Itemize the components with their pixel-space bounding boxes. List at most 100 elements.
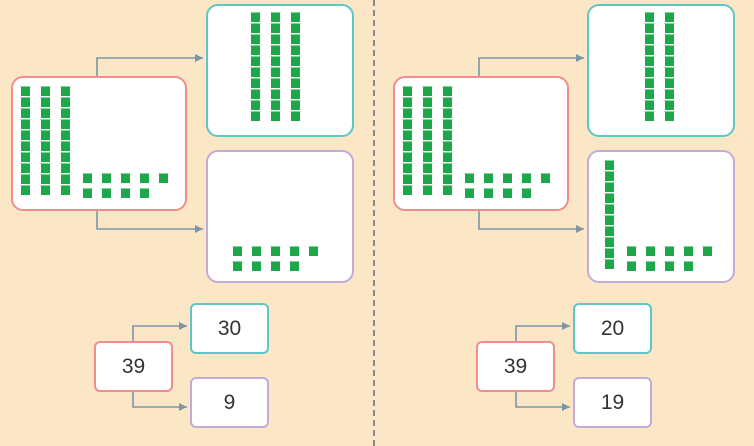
right-bottom-one-cube-7 (664, 261, 675, 272)
left-top-ten-rod-1-unit (270, 34, 281, 45)
right-source-ten-rod-1-unit (422, 141, 433, 152)
left-source-ten-rod-1-unit (40, 141, 51, 152)
right-bottom-ten-rod-0-unit (604, 171, 615, 182)
right-top-ten-rod-1-unit (664, 78, 675, 89)
left-source-ten-rod-1-unit (40, 185, 51, 196)
left-source-ten-rod-1-unit (40, 119, 51, 130)
right-source-ten-rod-0-unit (402, 97, 413, 108)
left-top-ten-rod-2-unit (290, 56, 301, 67)
right-source-one-cube-4 (540, 173, 551, 184)
right-source-ten-rod-0-unit (402, 86, 413, 97)
right-source-ten-rod-2-unit (442, 97, 453, 108)
left-top-ten-rod-1-unit (270, 111, 281, 122)
left-source-ten-rod-1-unit (40, 97, 51, 108)
right-source-ten-rod-2-unit (442, 141, 453, 152)
right-top-ten-rod-1-unit (664, 67, 675, 78)
right-bottom-ten-rod-0-unit (604, 215, 615, 226)
left-top-ten-rod-1-unit (270, 23, 281, 34)
left-source-ten-rod-2-unit (60, 119, 71, 130)
right-source-ten-rod-1-unit (422, 86, 433, 97)
left-bottom-one-cube-6 (251, 261, 262, 272)
right-source-ten-rod-0-unit (402, 141, 413, 152)
left-top-ten-rod-2-unit (290, 12, 301, 23)
left-bottom-one-cube-1 (251, 246, 262, 257)
right-top-ten-rod-0-unit (644, 67, 655, 78)
left-source-ten-rod-0-unit (20, 152, 31, 163)
left-source-ten-rod-2-unit (60, 185, 71, 196)
left-bottom-one-cube-8 (289, 261, 300, 272)
left-source-ten-rod-1-unit (40, 130, 51, 141)
right-source-ten-rod-1-unit (422, 152, 433, 163)
right-source-ten-rod-2-unit (442, 130, 453, 141)
right-source-ten-rod-2-unit (442, 108, 453, 119)
right-top-ten-rod-1-unit (664, 12, 675, 23)
right-bottom-ten-rod-0-unit (604, 237, 615, 248)
right-bottom-ten-rod-0-unit (604, 160, 615, 171)
right-top-ten-rod-0-unit (644, 34, 655, 45)
left-bottom-one-cube-2 (270, 246, 281, 257)
right-source-one-cube-2 (502, 173, 513, 184)
left-top-ten-rod-1-unit (270, 89, 281, 100)
left-bottom-one-cube-3 (289, 246, 300, 257)
right-top-ten-rod-1-unit (664, 45, 675, 56)
left-source-ten-rod-2-unit (60, 108, 71, 119)
right-bottom-one-cube-1 (645, 246, 656, 257)
left-source-ten-rod-2-unit (60, 163, 71, 174)
left-top-ten-rod-1-unit (270, 56, 281, 67)
right-top-ten-rod-1-unit (664, 100, 675, 111)
left-top-ten-rod-0-unit (250, 89, 261, 100)
left-source-one-cube-8 (139, 188, 150, 199)
right-top-ten-rod-0-unit (644, 89, 655, 100)
left-top-ten-rod-1-unit (270, 67, 281, 78)
left-top-ten-rod-0-unit (250, 56, 261, 67)
right-bottom-ten-rod-0-unit (604, 259, 615, 270)
left-top-ten-rod-2-unit (290, 67, 301, 78)
left-top-ten-rod-2-unit (290, 89, 301, 100)
right-top-ten-rod-0-unit (644, 45, 655, 56)
right-top-ten-rod-0-unit (644, 78, 655, 89)
right-source-ten-rod-1-unit (422, 130, 433, 141)
left-source-ten-rod-1-unit (40, 152, 51, 163)
right-source-ten-rod-2-unit (442, 119, 453, 130)
left-top-ten-rod-0-unit (250, 12, 261, 23)
left-bottom-one-cube-4 (308, 246, 319, 257)
right-bottom-ten-rod-0-unit (604, 193, 615, 204)
right-source-one-cube-3 (521, 173, 532, 184)
right-top-ten-rod-1-unit (664, 34, 675, 45)
left-source-ten-rod-0-unit (20, 185, 31, 196)
left-source-one-cube-3 (139, 173, 150, 184)
left-source-ten-rod-2-unit (60, 174, 71, 185)
left-top-ten-rod-0-unit (250, 100, 261, 111)
left-top-ten-rod-1-unit (270, 45, 281, 56)
left-source-one-cube-1 (101, 173, 112, 184)
right-bottom-one-cube-6 (645, 261, 656, 272)
right-bottom-ten-rod-0-unit (604, 226, 615, 237)
right-source-ten-rod-2-unit (442, 86, 453, 97)
left-top-ten-rod-0-unit (250, 23, 261, 34)
right-bottom-one-cube-2 (664, 246, 675, 257)
left-source-one-cube-2 (120, 173, 131, 184)
right-top-ten-rod-0-unit (644, 100, 655, 111)
left-top-ten-rod-2-unit (290, 45, 301, 56)
right-bottom-one-cube-5 (626, 261, 637, 272)
right-source-ten-rod-0-unit (402, 163, 413, 174)
left-top-ten-rod-0-unit (250, 34, 261, 45)
right-source-one-cube-7 (502, 188, 513, 199)
left-source-one-cube-7 (120, 188, 131, 199)
left-top-ten-rod-0-unit (250, 45, 261, 56)
right-source-one-cube-6 (483, 188, 494, 199)
left-top-ten-rod-2-unit (290, 34, 301, 45)
left-top-ten-rod-1-unit (270, 100, 281, 111)
left-source-ten-rod-2-unit (60, 141, 71, 152)
right-source-ten-rod-1-unit (422, 185, 433, 196)
left-source-ten-rod-1-unit (40, 86, 51, 97)
right-top-ten-rod-1-unit (664, 56, 675, 67)
right-source-ten-rod-0-unit (402, 130, 413, 141)
right-source-ten-rod-2-unit (442, 174, 453, 185)
right-top-ten-rod-1-unit (664, 89, 675, 100)
left-source-ten-rod-2-unit (60, 86, 71, 97)
right-top-ten-rod-0-unit (644, 23, 655, 34)
left-source-ten-rod-0-unit (20, 130, 31, 141)
